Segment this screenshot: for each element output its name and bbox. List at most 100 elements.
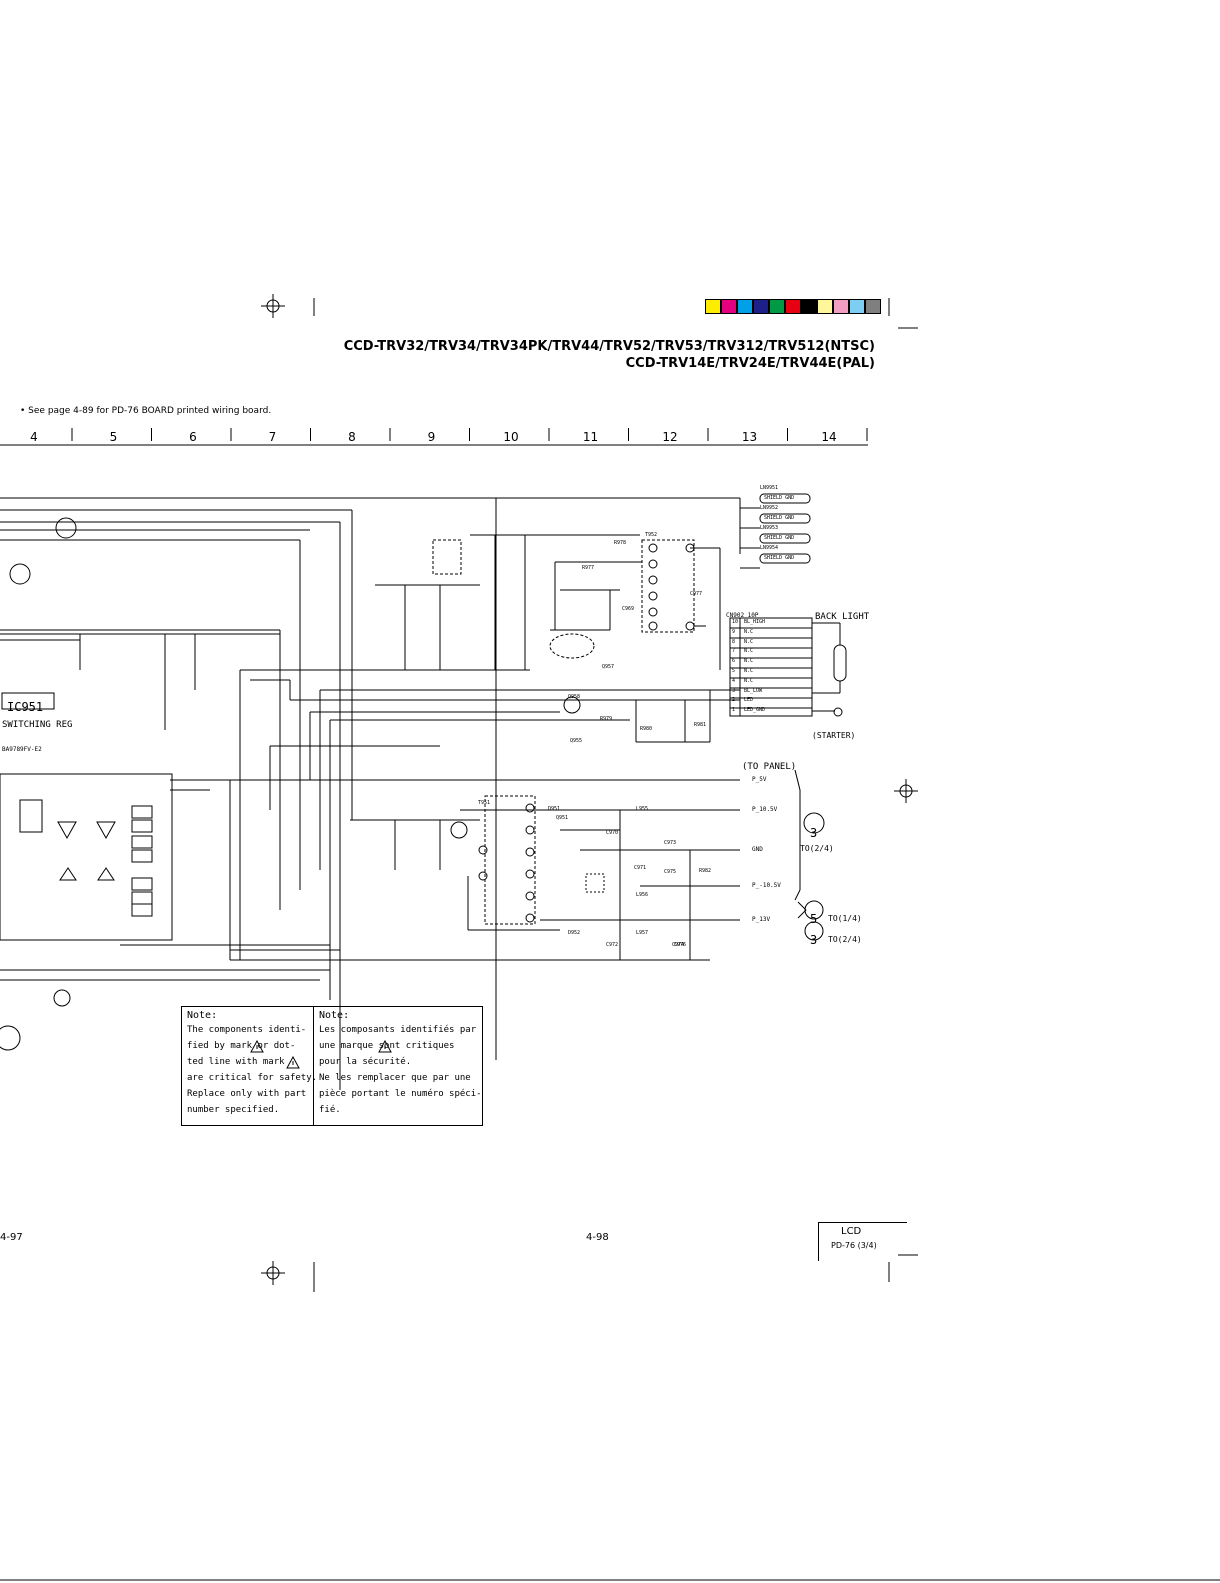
connector-pin-name: BL_LOW: [744, 687, 763, 694]
note-line: Replace only with part: [187, 1089, 307, 1099]
connector-pin-name: N.C: [744, 677, 754, 684]
note-line: ted line with mark: [187, 1057, 285, 1067]
shield-ref: LN9952: [760, 505, 779, 511]
color-swatch: [833, 299, 849, 314]
shield-text: SHIELD GND: [764, 495, 795, 501]
component-label: C976: [674, 942, 687, 948]
note-line: number specified.: [187, 1105, 280, 1115]
component-label: L957: [636, 930, 649, 936]
component-label: R977: [582, 565, 595, 571]
column-label: 13: [741, 430, 758, 444]
reference-number: 3: [810, 933, 818, 947]
component-label: D951: [548, 806, 561, 812]
color-swatch: [753, 299, 769, 314]
connector-pin-number: 3: [732, 687, 736, 694]
component-label: Q955: [570, 738, 583, 744]
output-label: P_-10.5V: [752, 882, 781, 889]
column-label: 4: [30, 430, 38, 444]
reference-number: 5: [810, 912, 818, 926]
section-box: LCD PD-76 (3/4): [818, 1222, 907, 1261]
color-swatch: [737, 299, 753, 314]
note-line: Ne les remplacer que par une: [319, 1073, 471, 1083]
note-line: fied by mark or dot-: [187, 1041, 296, 1051]
component-label: L955: [636, 806, 649, 812]
connector-pin-name: N.C: [744, 658, 754, 665]
column-label: 9: [427, 430, 436, 444]
column-label: 8: [348, 430, 356, 444]
section-label: LCD: [841, 1226, 862, 1237]
connector-pin-name: BL_HIGH: [744, 619, 766, 625]
component-label: R978: [614, 540, 627, 546]
note-line: pour la sécurité.: [319, 1057, 412, 1067]
output-label: P_5V: [752, 776, 767, 783]
ic-function: SWITCHING REG: [2, 720, 73, 730]
column-label: 6: [189, 430, 197, 444]
connector-pin-number: 5: [732, 668, 736, 674]
note-fr-title: Note:: [319, 1010, 350, 1021]
color-swatch: [849, 299, 865, 314]
note-line: are critical for safety.: [187, 1073, 318, 1083]
component-label: Q958: [568, 694, 581, 700]
back-light-label: BACK LIGHT: [815, 612, 870, 622]
output-label: GND: [752, 846, 763, 853]
connector-pin-number: 10: [732, 619, 739, 625]
connector-pin-number: 4: [732, 677, 736, 684]
component-label: Q951: [556, 815, 569, 821]
shield-text: SHIELD GND: [764, 555, 795, 561]
ic-part: BA9789FV-E2: [2, 746, 42, 753]
connector-pin-number: 9: [732, 628, 736, 635]
color-swatch: [817, 299, 833, 314]
page-number-center: 4-98: [586, 1232, 609, 1243]
warning-icon: [250, 1040, 264, 1053]
note-line: The components identi-: [187, 1025, 307, 1035]
color-swatch: [785, 299, 801, 314]
output-label: P_13V: [752, 916, 771, 923]
connector-pin-number: 7: [732, 648, 736, 655]
shield-connector: [759, 493, 811, 504]
component-label: L956: [636, 892, 649, 898]
warning-icon: [378, 1040, 392, 1053]
note-box: Note: The components identi-fied by mark…: [181, 1006, 483, 1126]
color-bar: [705, 299, 881, 314]
color-swatch: [769, 299, 785, 314]
color-swatch: [865, 299, 881, 314]
note-line: fié.: [319, 1105, 341, 1115]
connector-label: CN902 10P: [726, 612, 759, 619]
component-label: C974: [672, 942, 685, 948]
connector-pin-name: LED_GND: [744, 707, 766, 714]
note-line: une marque sont critiques: [319, 1041, 455, 1051]
column-label: 10: [503, 430, 519, 444]
component-label: C975: [664, 869, 677, 875]
connector-pin-number: 8: [732, 638, 736, 645]
shield-connector: [759, 513, 811, 524]
crosshair-bottom-icon: [261, 1261, 285, 1285]
crosshair-right-icon: [894, 779, 918, 803]
component-label: C977: [690, 591, 703, 597]
board-label: PD-76 (3/4): [831, 1241, 877, 1250]
connector-pin-number: 6: [732, 658, 736, 665]
connector-pin-name: N.C: [744, 648, 754, 655]
schematic-diagram: [0, 493, 847, 1090]
component-label: C972: [606, 942, 619, 948]
reference-text: TO(1/4): [828, 914, 862, 923]
connector-pin-name: N.C: [744, 628, 754, 635]
column-label: 11: [582, 430, 599, 444]
crosshair-top-icon: [261, 294, 285, 318]
component-label: R979: [600, 716, 613, 722]
note-line: Les composants identifiés par: [319, 1025, 477, 1035]
to-panel-label: (TO PANEL): [742, 762, 797, 772]
see-note: • See page 4-89 for PD-76 BOARD printed …: [20, 406, 272, 416]
connector-pin-number: 1: [732, 707, 736, 714]
component-label: T951: [478, 800, 491, 806]
shield-connector: [759, 533, 811, 544]
component-label: C969: [622, 606, 635, 612]
shield-ref: LN9953: [760, 525, 779, 531]
shield-text: SHIELD GND: [764, 515, 795, 521]
connector-pin-name: LED: [744, 697, 754, 704]
starter-label: (STARTER): [812, 731, 856, 740]
shield-ref: LN9951: [760, 485, 779, 491]
column-label: 12: [662, 430, 678, 444]
shield-connector: [759, 553, 811, 564]
connector-pin-number: 2: [732, 697, 736, 704]
